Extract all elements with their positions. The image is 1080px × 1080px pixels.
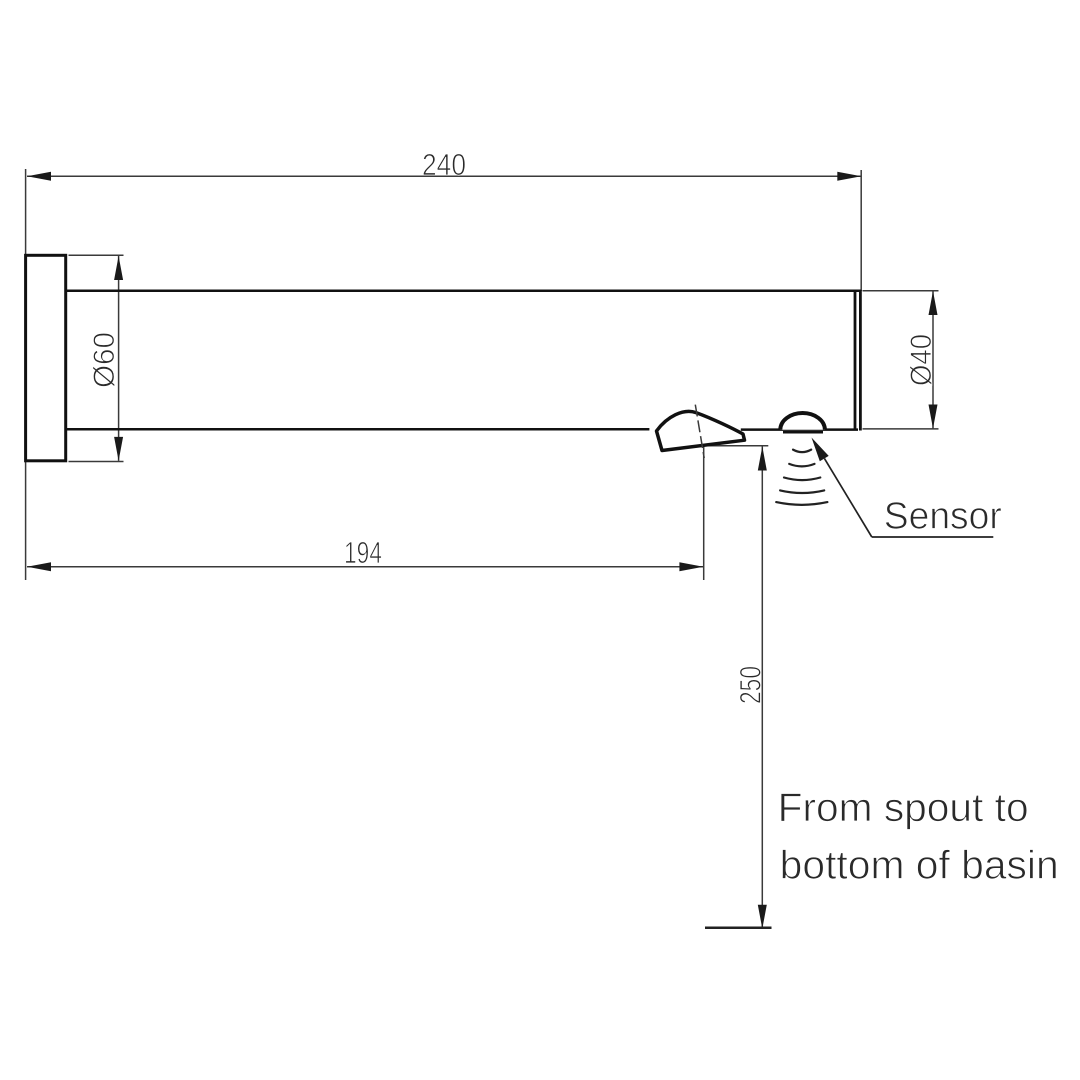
svg-text:From spout to: From spout to (778, 786, 1029, 830)
svg-text:bottom of basin: bottom of basin (780, 843, 1059, 887)
svg-text:Ø40: Ø40 (905, 334, 938, 386)
svg-text:250: 250 (735, 666, 768, 704)
svg-text:Ø60: Ø60 (88, 332, 121, 388)
svg-text:194: 194 (344, 535, 382, 570)
svg-text:240: 240 (422, 147, 466, 182)
svg-text:Sensor: Sensor (884, 496, 1002, 538)
